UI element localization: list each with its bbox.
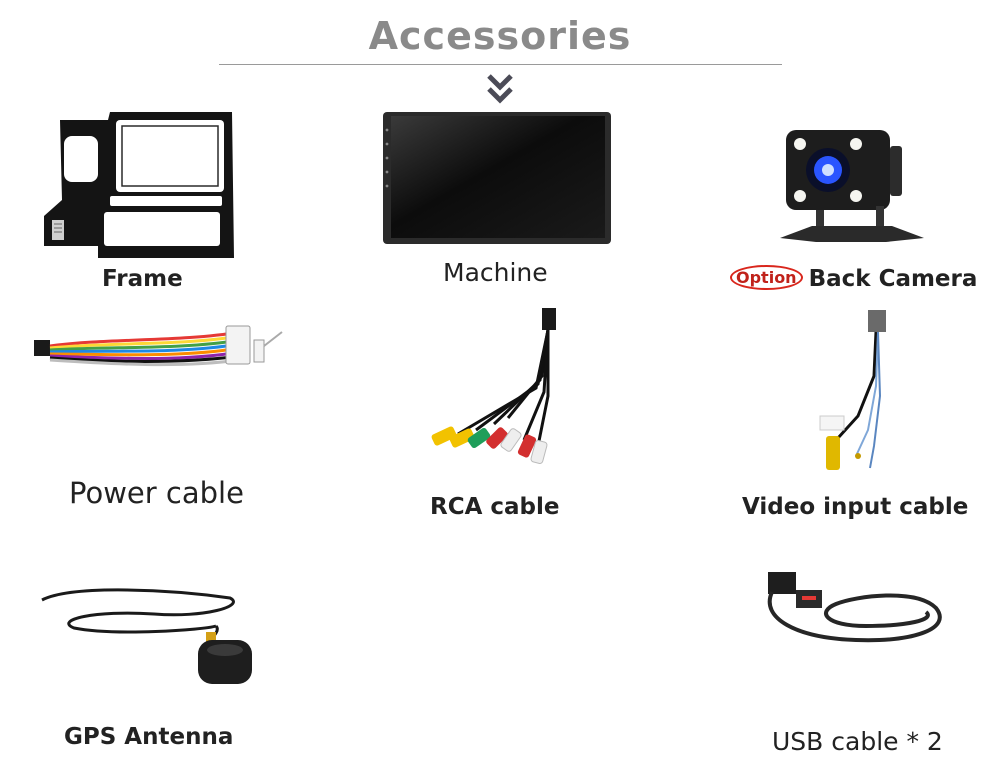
video-input-cable-label: Video input cable — [742, 494, 969, 520]
power-cable-label: Power cable — [69, 476, 244, 510]
gps-antenna-label: GPS Antenna — [64, 724, 234, 750]
backup-camera-image — [780, 130, 924, 242]
dash-frame-image — [44, 112, 234, 258]
machine-label: Machine — [443, 258, 548, 287]
rca-cable-label: RCA cable — [430, 494, 560, 520]
power-harness-image — [34, 325, 283, 367]
frame-label: Frame — [102, 266, 183, 292]
page-title: Accessories — [368, 14, 632, 58]
video-input-cable-image — [819, 310, 886, 470]
rca-cable-image — [431, 308, 556, 465]
title-divider — [219, 64, 782, 65]
option-tag: Option — [730, 265, 803, 290]
head-unit-screen-image — [383, 112, 611, 244]
back-camera-text: Back Camera — [808, 266, 978, 292]
usb-cable-image — [767, 572, 942, 643]
gps-antenna-image — [41, 588, 252, 684]
double-chevron-down-icon — [487, 74, 513, 104]
usb-cable-label: USB cable * 2 — [772, 727, 943, 756]
